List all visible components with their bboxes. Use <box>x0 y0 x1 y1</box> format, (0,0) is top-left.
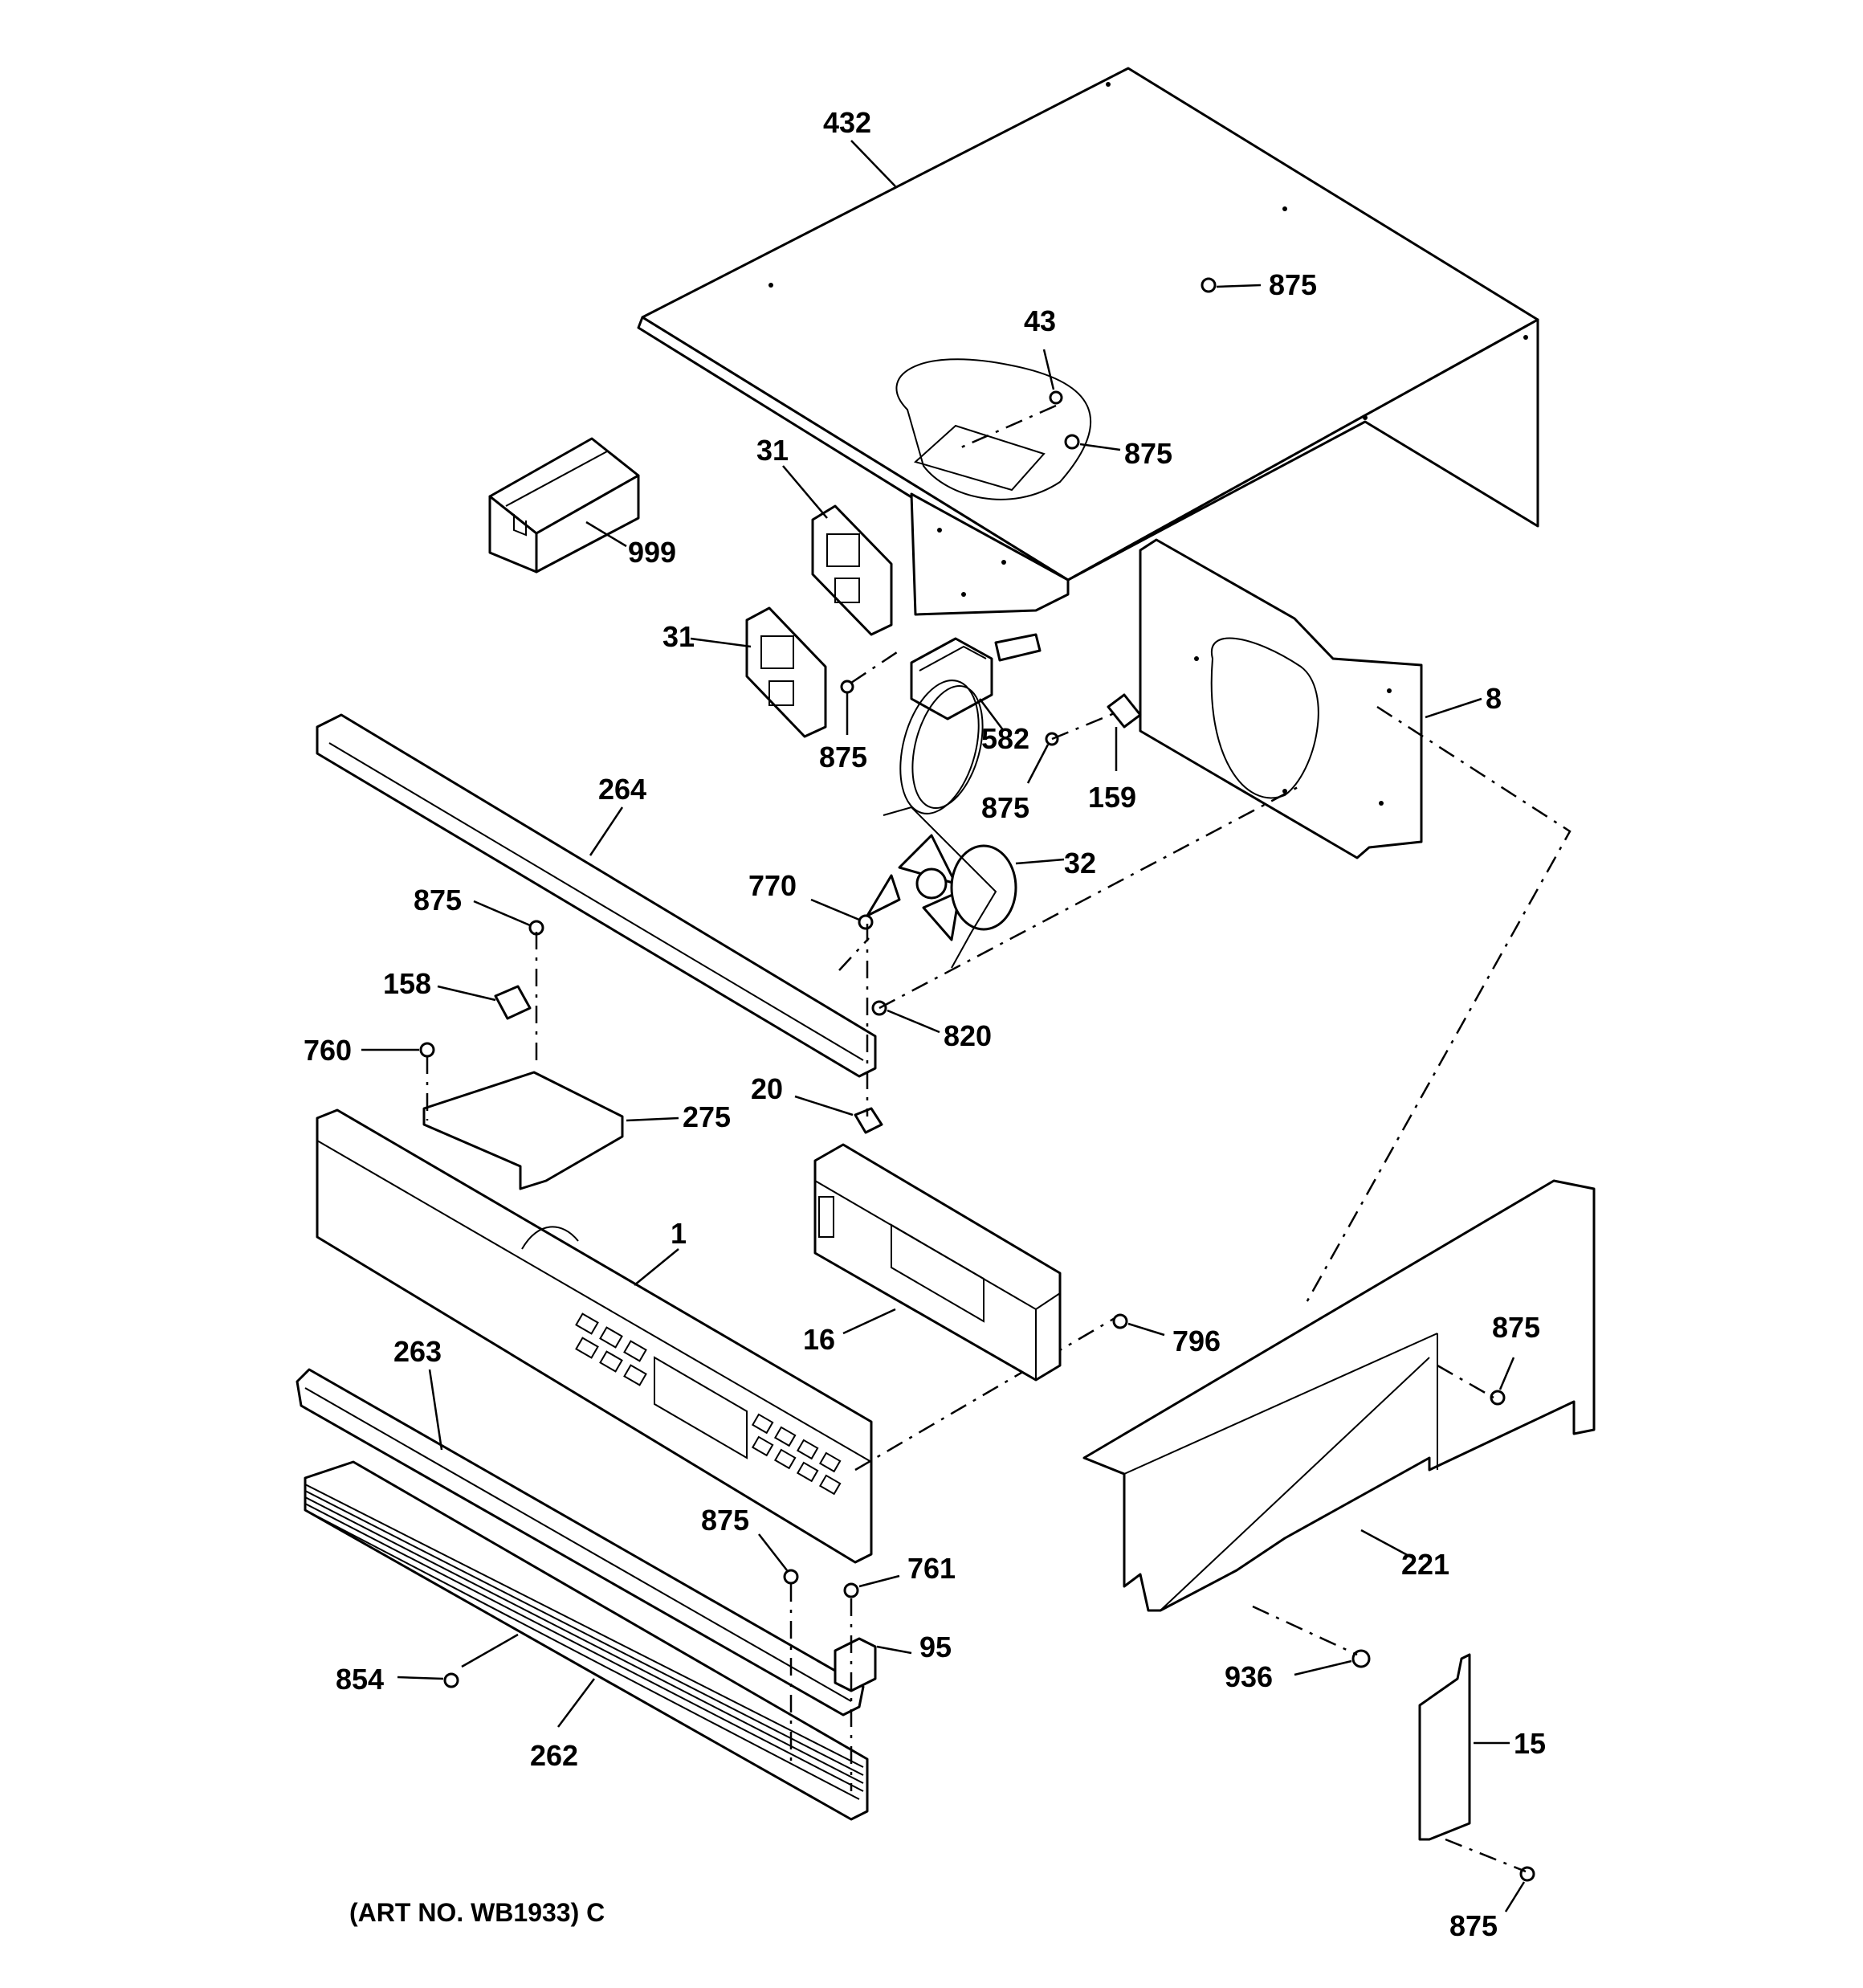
part-32-fan <box>866 806 1065 969</box>
label-15: 15 <box>1514 1727 1546 1760</box>
label-875-b: 875 <box>1124 437 1172 470</box>
screw-43 <box>1049 390 1063 405</box>
label-875-c: 875 <box>819 741 867 774</box>
screw-854 <box>443 1672 459 1688</box>
label-8: 8 <box>1486 682 1502 715</box>
part-15-strip <box>1418 1653 1510 1841</box>
label-43: 43 <box>1024 304 1056 337</box>
part-262-grille <box>304 1460 869 1821</box>
part-31-relay-board-lower <box>690 606 827 738</box>
art-number: (ART NO. WB1933) C <box>349 1898 605 1927</box>
part-8-back-panel <box>1139 538 1572 1306</box>
label-263: 263 <box>393 1335 442 1368</box>
label-32: 32 <box>1064 847 1096 880</box>
callout-labels: 432 875 43 875 31 999 31 8 875 582 875 1… <box>304 106 1546 1942</box>
label-31-b: 31 <box>662 620 695 653</box>
part-263-trim <box>296 1368 865 1717</box>
label-262: 262 <box>530 1739 578 1772</box>
part-999-box <box>488 437 640 574</box>
label-999: 999 <box>628 536 676 569</box>
label-875-g: 875 <box>1492 1311 1540 1344</box>
screw-875-f <box>783 1569 799 1585</box>
screw-770 <box>858 914 874 930</box>
label-936: 936 <box>1225 1660 1273 1693</box>
part-95-bracket <box>834 1637 912 1692</box>
part-1-control-panel <box>316 1108 1117 1564</box>
screw-875-c <box>840 680 854 694</box>
part-221-side-bracket <box>1082 1179 1596 1612</box>
part-432-top-cover <box>637 67 1539 592</box>
label-159: 159 <box>1088 781 1136 814</box>
label-796: 796 <box>1172 1325 1221 1357</box>
part-264-rail <box>316 713 877 1078</box>
screw-760 <box>419 1042 435 1058</box>
label-875-f: 875 <box>701 1504 749 1537</box>
label-875-e: 875 <box>414 884 462 916</box>
label-158: 158 <box>383 967 431 1000</box>
label-761: 761 <box>907 1552 956 1585</box>
label-582: 582 <box>981 722 1029 755</box>
part-20-clip <box>794 1095 883 1134</box>
screw-875-b <box>1064 434 1080 450</box>
screw-875-a <box>1201 277 1217 293</box>
label-854: 854 <box>336 1663 384 1696</box>
screw-875-g <box>1490 1390 1506 1406</box>
label-875-h: 875 <box>1449 1909 1498 1942</box>
label-16: 16 <box>803 1323 835 1356</box>
label-875-a: 875 <box>1269 268 1317 301</box>
label-770: 770 <box>748 869 797 902</box>
label-875-d: 875 <box>981 791 1029 824</box>
screw-796 <box>1112 1313 1128 1329</box>
screws <box>361 277 1535 1912</box>
part-159-bracket <box>1107 693 1142 771</box>
part-control-bracket <box>910 492 1070 616</box>
part-16-control-module <box>813 1143 1062 1382</box>
label-432: 432 <box>823 106 871 139</box>
part-158-sensor <box>437 985 532 1020</box>
label-820: 820 <box>944 1019 992 1052</box>
label-221: 221 <box>1401 1548 1449 1581</box>
alignment-lines <box>426 404 1527 1873</box>
label-31-a: 31 <box>756 434 789 467</box>
label-95: 95 <box>919 1631 952 1663</box>
label-275: 275 <box>683 1100 731 1133</box>
part-582-motor <box>899 633 1042 814</box>
part-31-relay-board-upper <box>782 465 893 636</box>
label-760: 760 <box>304 1034 352 1067</box>
label-1: 1 <box>671 1217 687 1250</box>
label-20: 20 <box>751 1072 783 1105</box>
label-264: 264 <box>598 773 646 806</box>
screw-761 <box>843 1582 859 1598</box>
part-275-plate <box>422 1071 679 1190</box>
